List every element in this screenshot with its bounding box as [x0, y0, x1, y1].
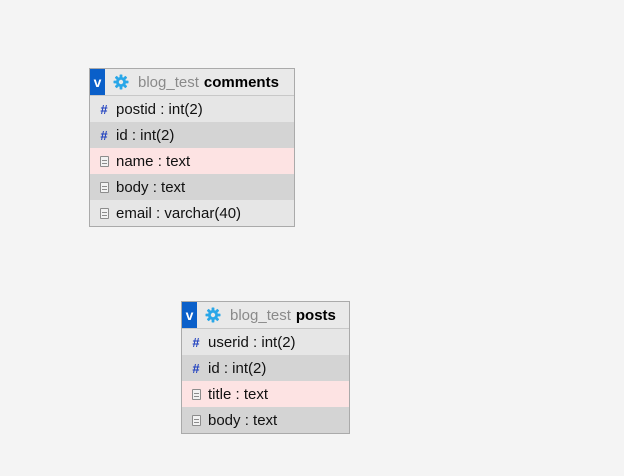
column-label: body : text: [208, 411, 278, 429]
column-row-id[interactable]: # id : int(2): [90, 122, 294, 148]
table-header[interactable]: v blog_test comments: [90, 69, 294, 96]
database-name: blog_test: [230, 306, 291, 324]
column-row-email[interactable]: email : varchar(40): [90, 200, 294, 226]
column-row-name[interactable]: name : text: [90, 148, 294, 174]
column-row-body[interactable]: body : text: [90, 174, 294, 200]
column-label: userid : int(2): [208, 333, 296, 351]
toggle-button[interactable]: v: [182, 302, 197, 328]
hash-icon: #: [192, 334, 200, 350]
text-doc-icon: [98, 207, 110, 219]
database-name: blog_test: [138, 73, 199, 91]
table-header[interactable]: v blog_test posts: [182, 302, 349, 329]
hash-icon: #: [100, 101, 108, 117]
table-comments[interactable]: v blog_test comments # postid : int(2) #…: [89, 68, 295, 227]
text-doc-icon: [98, 155, 110, 167]
table-name: comments: [203, 73, 279, 91]
column-label: id : int(2): [116, 126, 175, 144]
column-label: title : text: [208, 385, 269, 403]
column-label: postid : int(2): [116, 100, 203, 118]
column-row-id[interactable]: # id : int(2): [182, 355, 349, 381]
hash-icon: #: [192, 360, 200, 376]
column-row-postid[interactable]: # postid : int(2): [90, 96, 294, 122]
table-posts[interactable]: v blog_test posts # userid : int(2) # id…: [181, 301, 350, 434]
text-doc-icon: [190, 414, 202, 426]
column-row-userid[interactable]: # userid : int(2): [182, 329, 349, 355]
hash-icon: #: [100, 127, 108, 143]
column-label: email : varchar(40): [116, 204, 242, 222]
table-name: posts: [295, 306, 336, 324]
column-label: body : text: [116, 178, 186, 196]
gear-icon[interactable]: [113, 74, 129, 90]
column-label: id : int(2): [208, 359, 267, 377]
column-row-body[interactable]: body : text: [182, 407, 349, 433]
text-doc-icon: [190, 388, 202, 400]
text-doc-icon: [98, 181, 110, 193]
column-label: name : text: [116, 152, 191, 170]
column-row-title[interactable]: title : text: [182, 381, 349, 407]
toggle-button[interactable]: v: [90, 69, 105, 95]
gear-icon[interactable]: [205, 307, 221, 323]
